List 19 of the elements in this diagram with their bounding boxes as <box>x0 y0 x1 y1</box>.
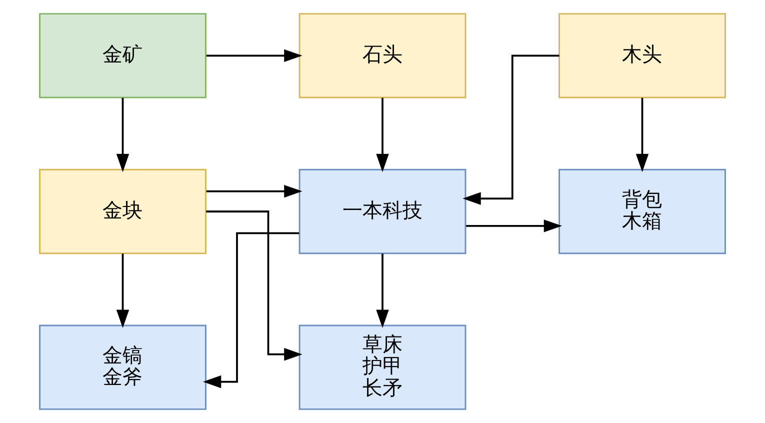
arrow <box>206 184 302 198</box>
node-box: 金矿 <box>39 13 206 98</box>
arrow <box>116 98 130 172</box>
arrow <box>206 210 302 361</box>
node-box: 背包 木箱 <box>558 168 726 254</box>
node-box: 草床 护甲 长矛 <box>298 324 466 410</box>
arrow <box>206 49 302 62</box>
node-box: 木头 <box>558 13 726 98</box>
arrow <box>462 54 560 205</box>
arrow <box>116 254 130 328</box>
node-box: 石头 <box>298 13 466 98</box>
node-box: 金镐 金斧 <box>39 324 206 410</box>
node-box: 金块 <box>39 168 206 254</box>
arrow <box>376 98 389 172</box>
node-box: 一本科技 <box>298 168 466 254</box>
arrow <box>202 232 300 388</box>
arrow <box>636 98 649 172</box>
arrow <box>376 254 389 328</box>
arrow <box>466 220 562 232</box>
